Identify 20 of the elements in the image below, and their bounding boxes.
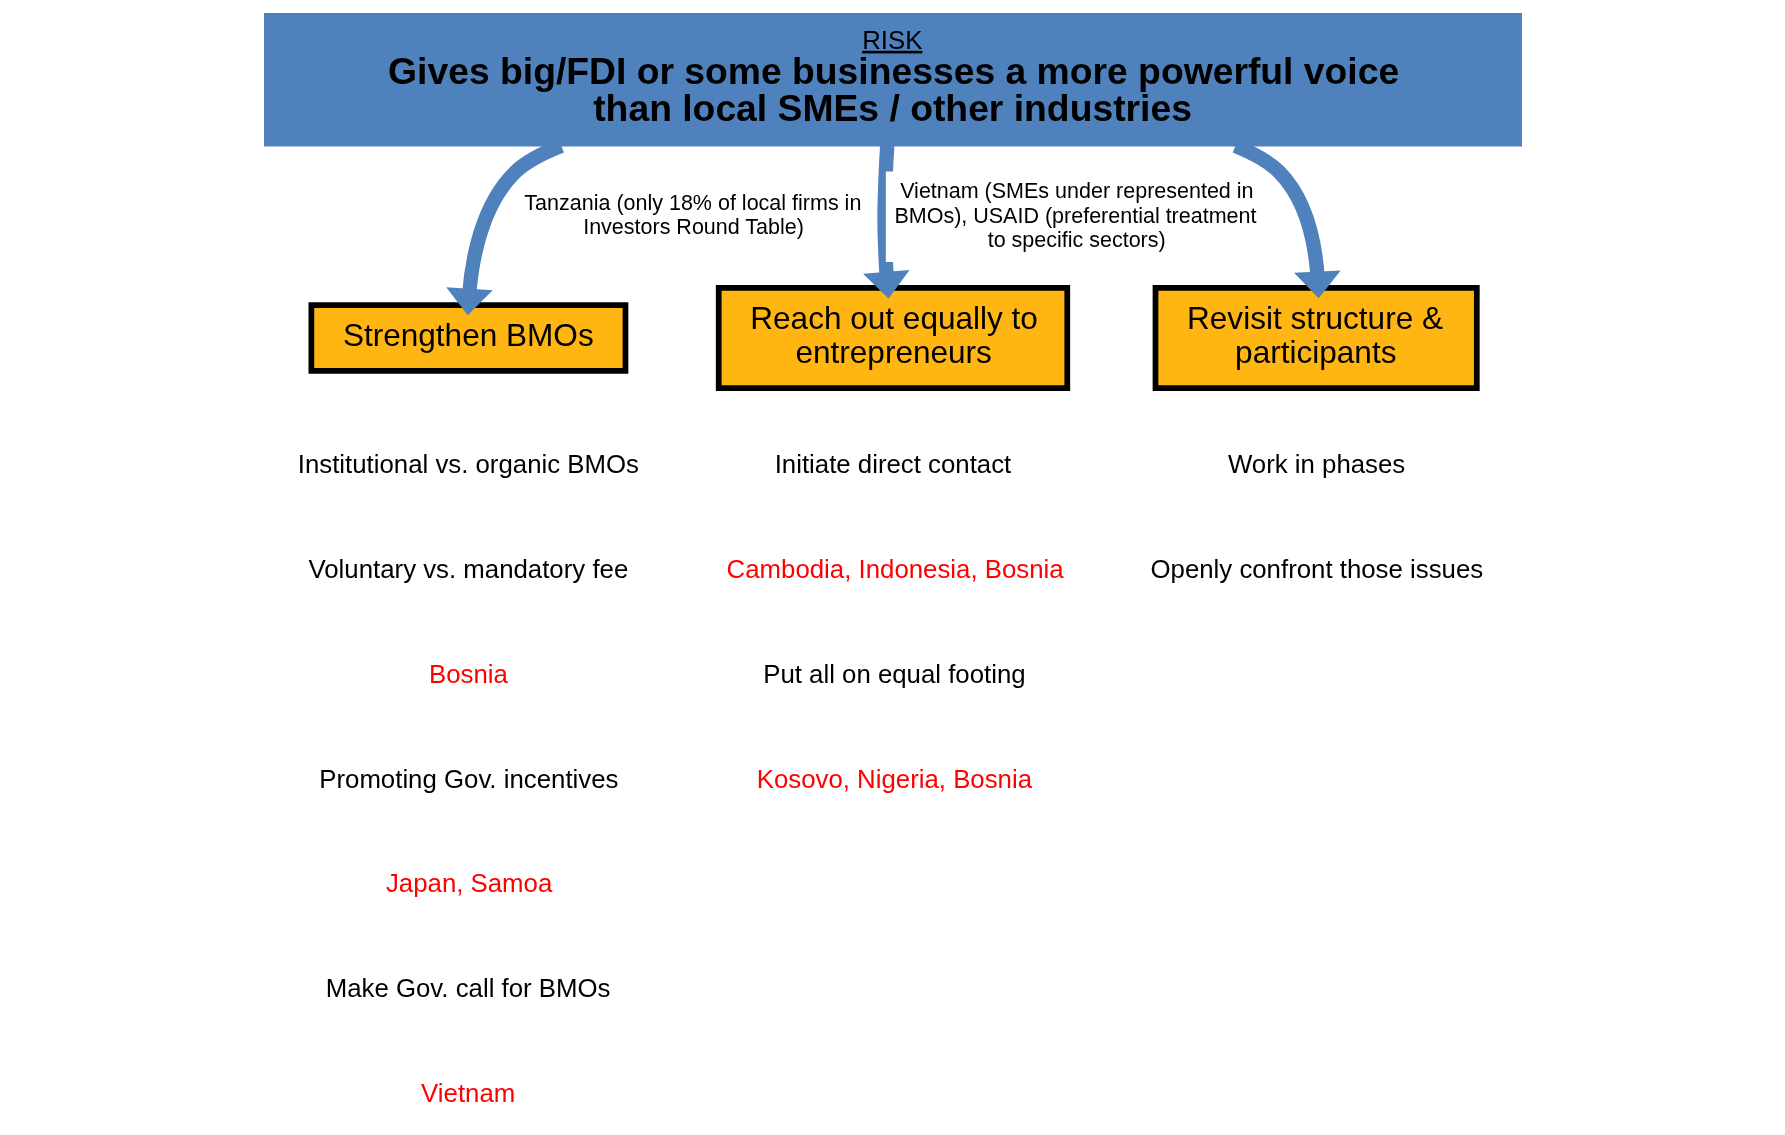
edge-label: Vietnam (SMEs under represented in BMOs), USAID (preferential treatment to specific sectors) <box>893 179 1256 252</box>
label: Openly confront those issues <box>1149 555 1483 584</box>
label: Kosovo, Nigeria, Bosnia <box>756 764 1032 793</box>
label: Vietnam <box>420 1078 515 1107</box>
arrow <box>862 145 910 299</box>
label: Institutional vs. organic BMOs <box>297 450 639 479</box>
edge-label: Tanzania (only 18% of local firms in Investors Round Table) <box>523 190 861 239</box>
label: Initiate direct contact <box>774 450 1011 479</box>
node-box: Reach out equally to entrepreneurs <box>715 284 1070 392</box>
label: Voluntary vs. mandatory fee <box>307 555 628 584</box>
label: Japan, Samoa <box>385 869 552 898</box>
label: Promoting Gov. incentives <box>318 764 618 793</box>
label: Cambodia, Indonesia, Bosnia <box>726 555 1064 584</box>
label: Work in phases <box>1227 450 1405 479</box>
node-box: Strengthen BMOs <box>308 302 628 374</box>
label: Put all on equal footing <box>762 659 1026 688</box>
node-box: RISK Gives big/FDI or some businesses a more powerful voice than local SMEs / other industries <box>263 13 1522 147</box>
label: Bosnia <box>428 659 508 688</box>
label: Make Gov. call for BMOs <box>325 973 610 1002</box>
node-box: Revisit structure & participants <box>1152 284 1480 392</box>
